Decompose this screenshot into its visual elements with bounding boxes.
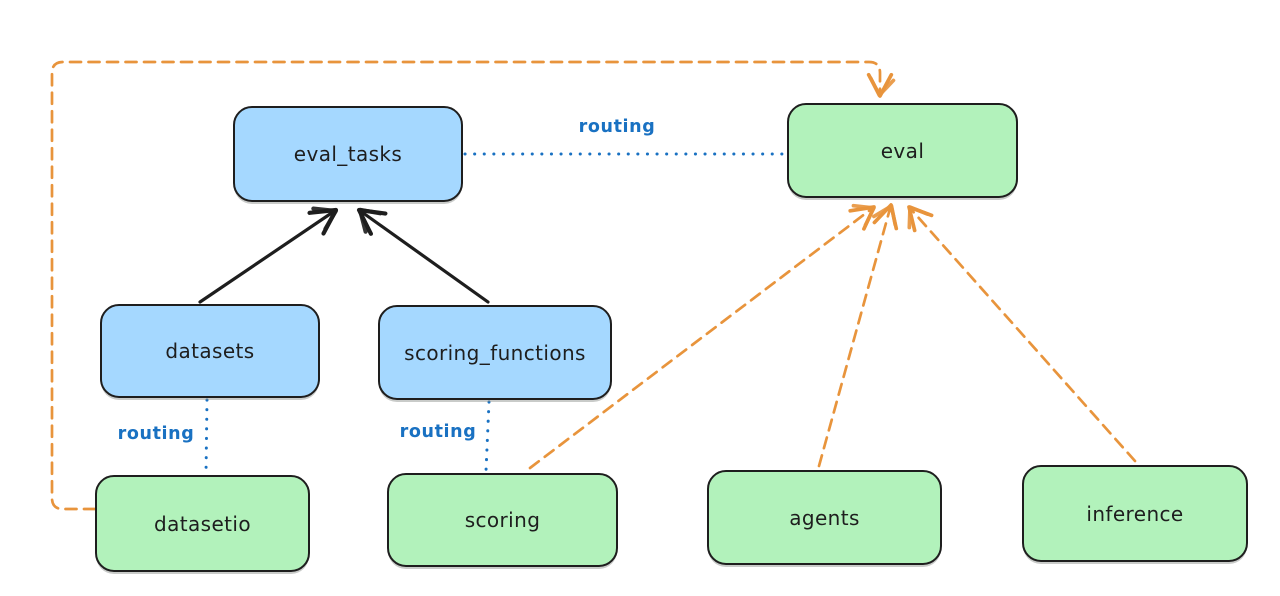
node-agents-label: agents — [789, 505, 860, 530]
node-scoring-functions-label: scoring_functions — [404, 340, 586, 365]
node-scoring-label: scoring — [464, 508, 541, 532]
node-datasetio: datasetio — [95, 475, 310, 572]
edge-inference-to-eval — [907, 205, 1137, 463]
node-eval-tasks-label: eval_tasks — [293, 142, 403, 166]
node-scoring: scoring — [387, 473, 618, 567]
node-eval: eval — [787, 103, 1018, 198]
node-datasets: datasets — [100, 304, 320, 398]
edge-label-routing-mid: routing — [399, 422, 477, 442]
node-eval-tasks: eval_tasks — [233, 106, 463, 202]
node-inference-label: inference — [1086, 501, 1184, 526]
node-inference: inference — [1022, 465, 1248, 562]
edge-routing-scoring-functions-to-scoring — [484, 400, 491, 473]
edge-label-routing-left: routing — [117, 424, 195, 444]
edge-scoring-to-eval — [528, 203, 876, 470]
edge-scoring-functions-to-eval-tasks — [356, 207, 490, 304]
node-datasetio-label: datasetio — [153, 511, 251, 536]
edge-datasets-to-eval-tasks — [198, 206, 339, 304]
node-scoring-functions: scoring_functions — [378, 305, 612, 400]
node-agents: agents — [707, 470, 942, 565]
edge-agents-to-eval — [817, 203, 899, 468]
edge-label-routing-top: routing — [578, 117, 656, 137]
edge-datasetio-to-eval-loop — [50, 60, 896, 511]
node-eval-label: eval — [880, 138, 925, 163]
node-datasets-label: datasets — [165, 339, 255, 363]
edge-routing-datasets-to-datasetio — [204, 398, 209, 475]
